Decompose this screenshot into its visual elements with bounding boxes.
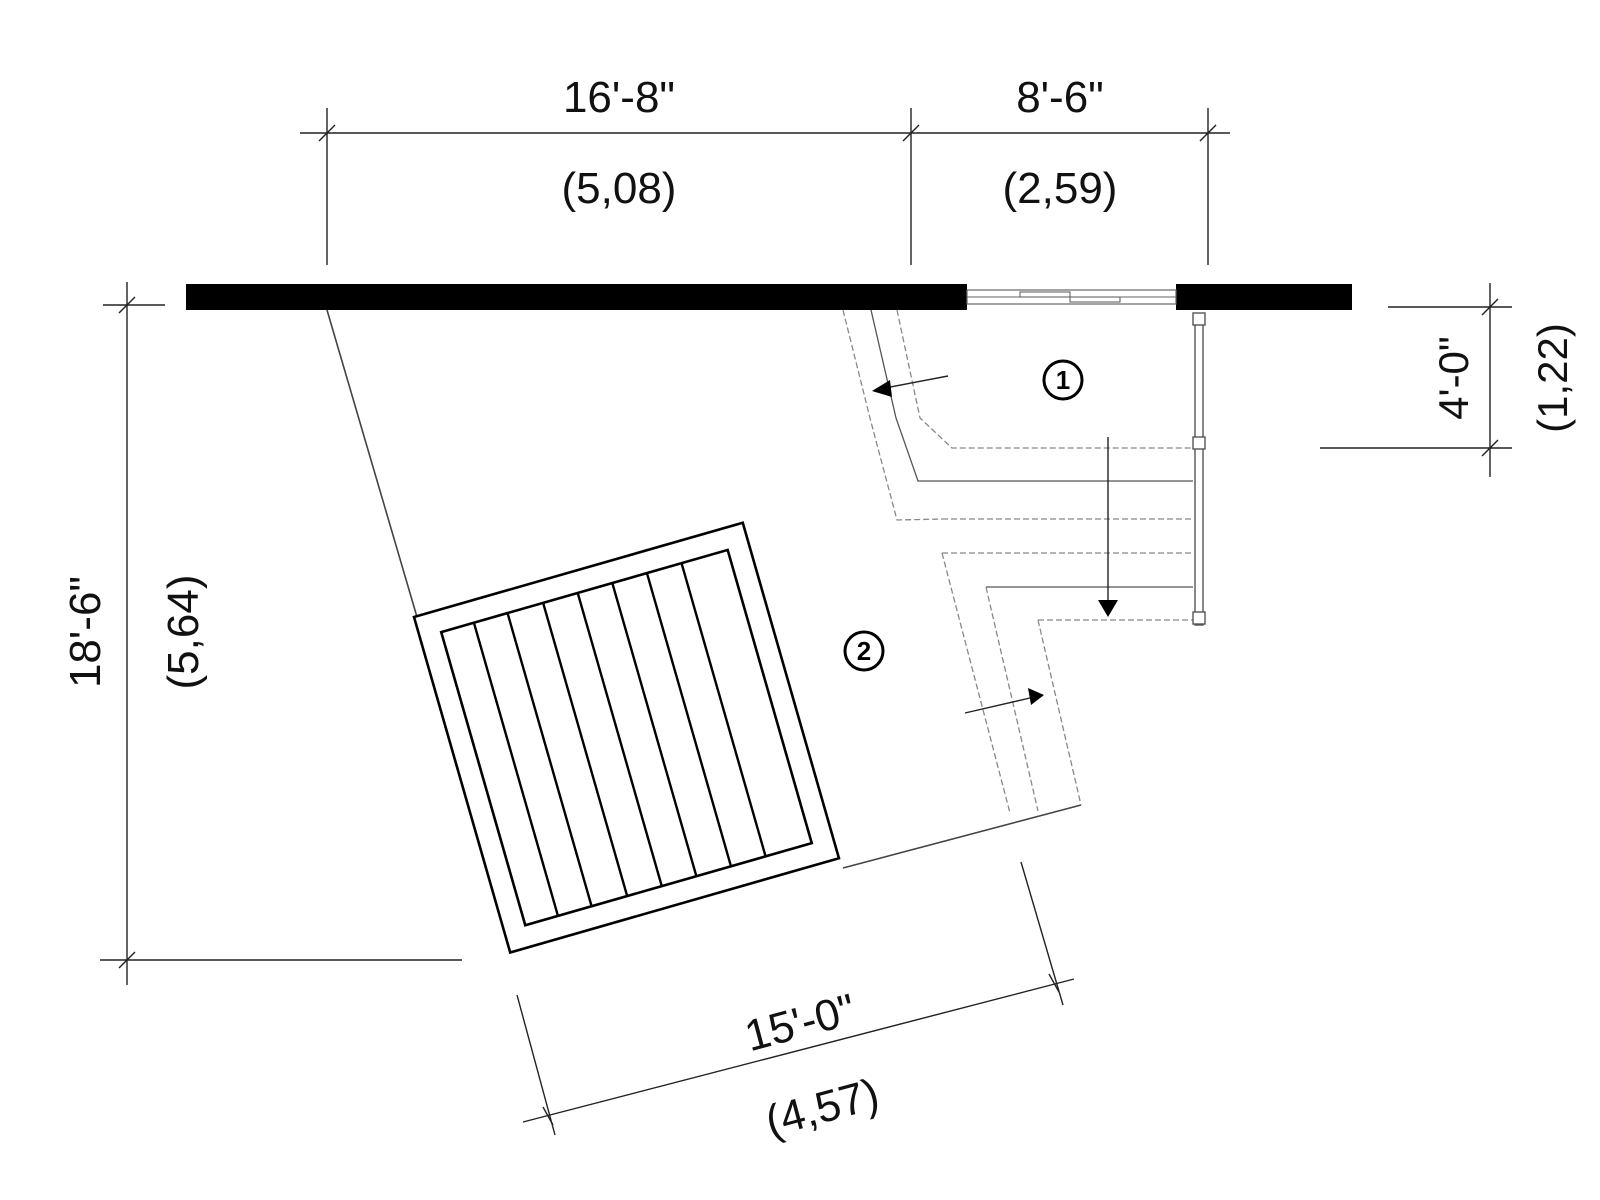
bench [412,521,841,955]
wall-segment-left [186,284,967,310]
dim-top-right-imperial: 8'-6" [1016,73,1104,122]
area-1-marker: 1 [1042,359,1084,401]
area-2-marker: 2 [843,630,885,672]
dim-bottom-metric: (4,57) [760,1069,884,1146]
bench-slat [541,602,629,897]
bench-slat [680,562,767,857]
upper-deck-steps [842,309,1193,521]
top-dimension: 16'-8" (5,08) 8'-6" (2,59) [300,73,1230,265]
dim-right-imperial: 4'-0" [1430,336,1477,420]
left-dimension: 18'-6" (5,64) [61,282,462,985]
step-arrow-right [964,688,1044,714]
railing [1192,312,1206,626]
bench-slat [506,612,593,907]
bench-slat [645,572,733,867]
sliding-door [966,289,1177,305]
dim-left-metric: (5,64) [159,575,208,690]
bench-slat [611,582,698,877]
dim-top-left-metric: (5,08) [562,164,677,213]
house-wall [186,284,1352,310]
dim-left-imperial: 18'-6" [61,576,110,688]
area-2-label: 2 [857,636,871,666]
dim-right-metric: (1,22) [1529,323,1576,433]
wall-segment-right [1176,284,1352,310]
deck-outline [326,309,1082,869]
lower-steps [941,552,1193,814]
bench-slat [576,592,663,887]
bench-slat [472,622,560,917]
dim-top-left-imperial: 16'-8" [563,73,675,122]
right-dimension: 4'-0" (1,22) [1320,283,1576,477]
area-1-label: 1 [1056,365,1070,395]
step-arrow-down [1098,437,1118,617]
dim-top-right-metric: (2,59) [1003,164,1118,213]
step-arrow-left [872,375,949,397]
